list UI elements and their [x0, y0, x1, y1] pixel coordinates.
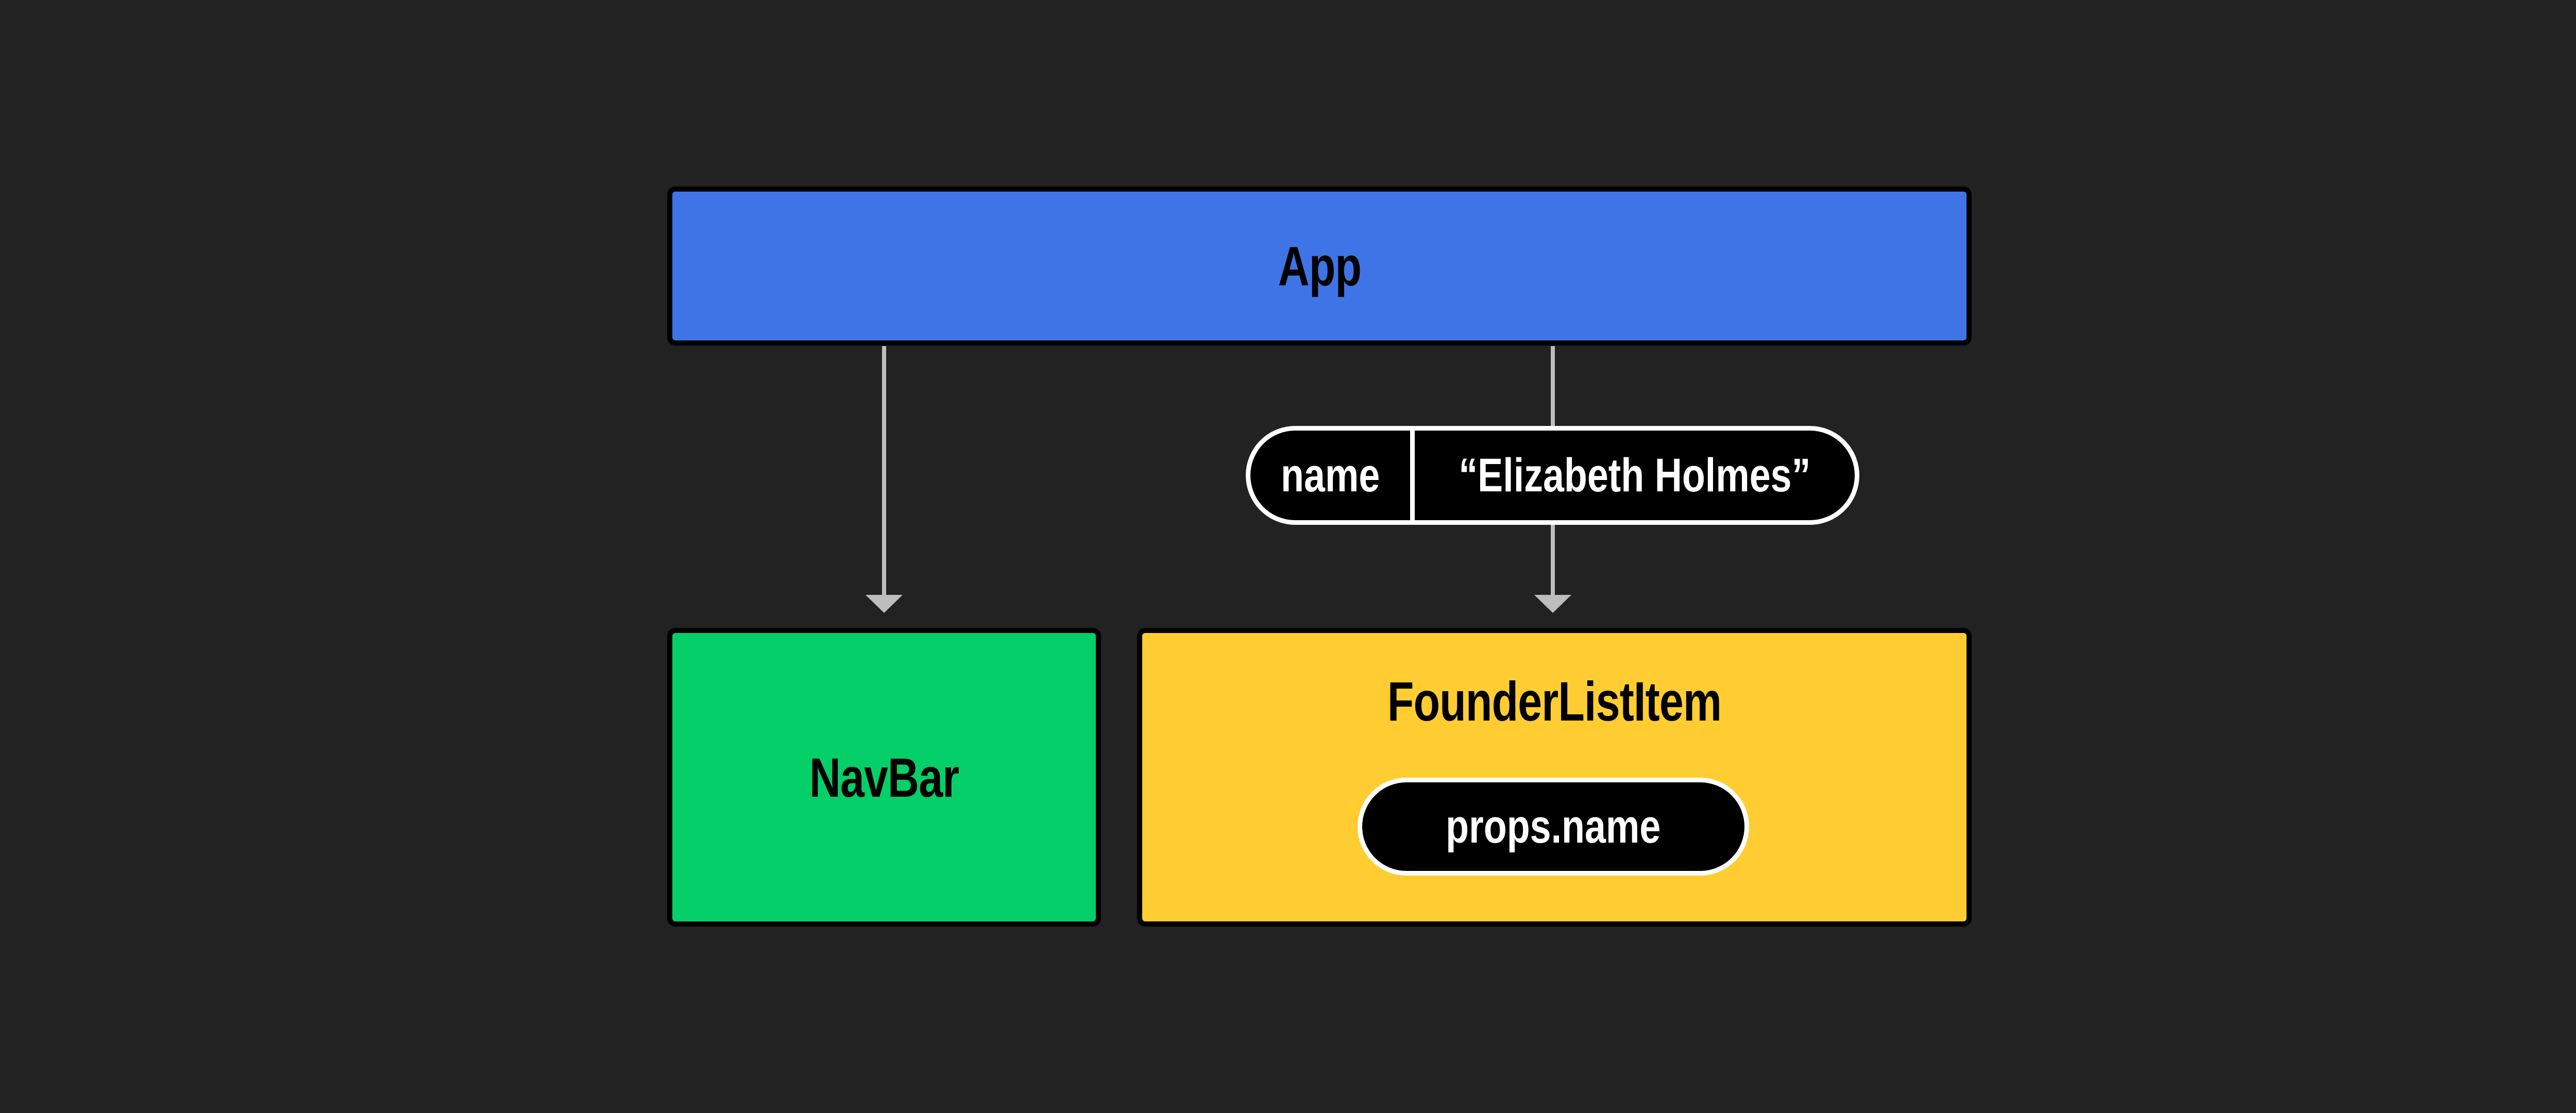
prop-key-label: name — [1280, 449, 1380, 502]
prop-value-segment: “Elizabeth Holmes” — [1415, 431, 1855, 520]
founder-list-item-component-box: FounderListItem — [1137, 628, 1972, 927]
prop-key-segment: name — [1250, 431, 1415, 520]
prop-name-pill: name “Elizabeth Holmes” — [1246, 426, 1859, 525]
props-name-pill: props.name — [1358, 778, 1749, 876]
app-component-box: App — [667, 186, 1972, 346]
edge-app-to-navbar-arrowhead — [866, 595, 903, 613]
navbar-component-label: NavBar — [809, 746, 959, 809]
props-name-label: props.name — [1446, 800, 1661, 853]
prop-value-label: “Elizabeth Holmes” — [1459, 449, 1811, 502]
app-component-label: App — [1278, 235, 1361, 297]
founder-list-item-component-label: FounderListItem — [1387, 670, 1722, 732]
navbar-component-box: NavBar — [667, 628, 1101, 927]
edge-app-to-founder-arrowhead — [1534, 595, 1571, 613]
